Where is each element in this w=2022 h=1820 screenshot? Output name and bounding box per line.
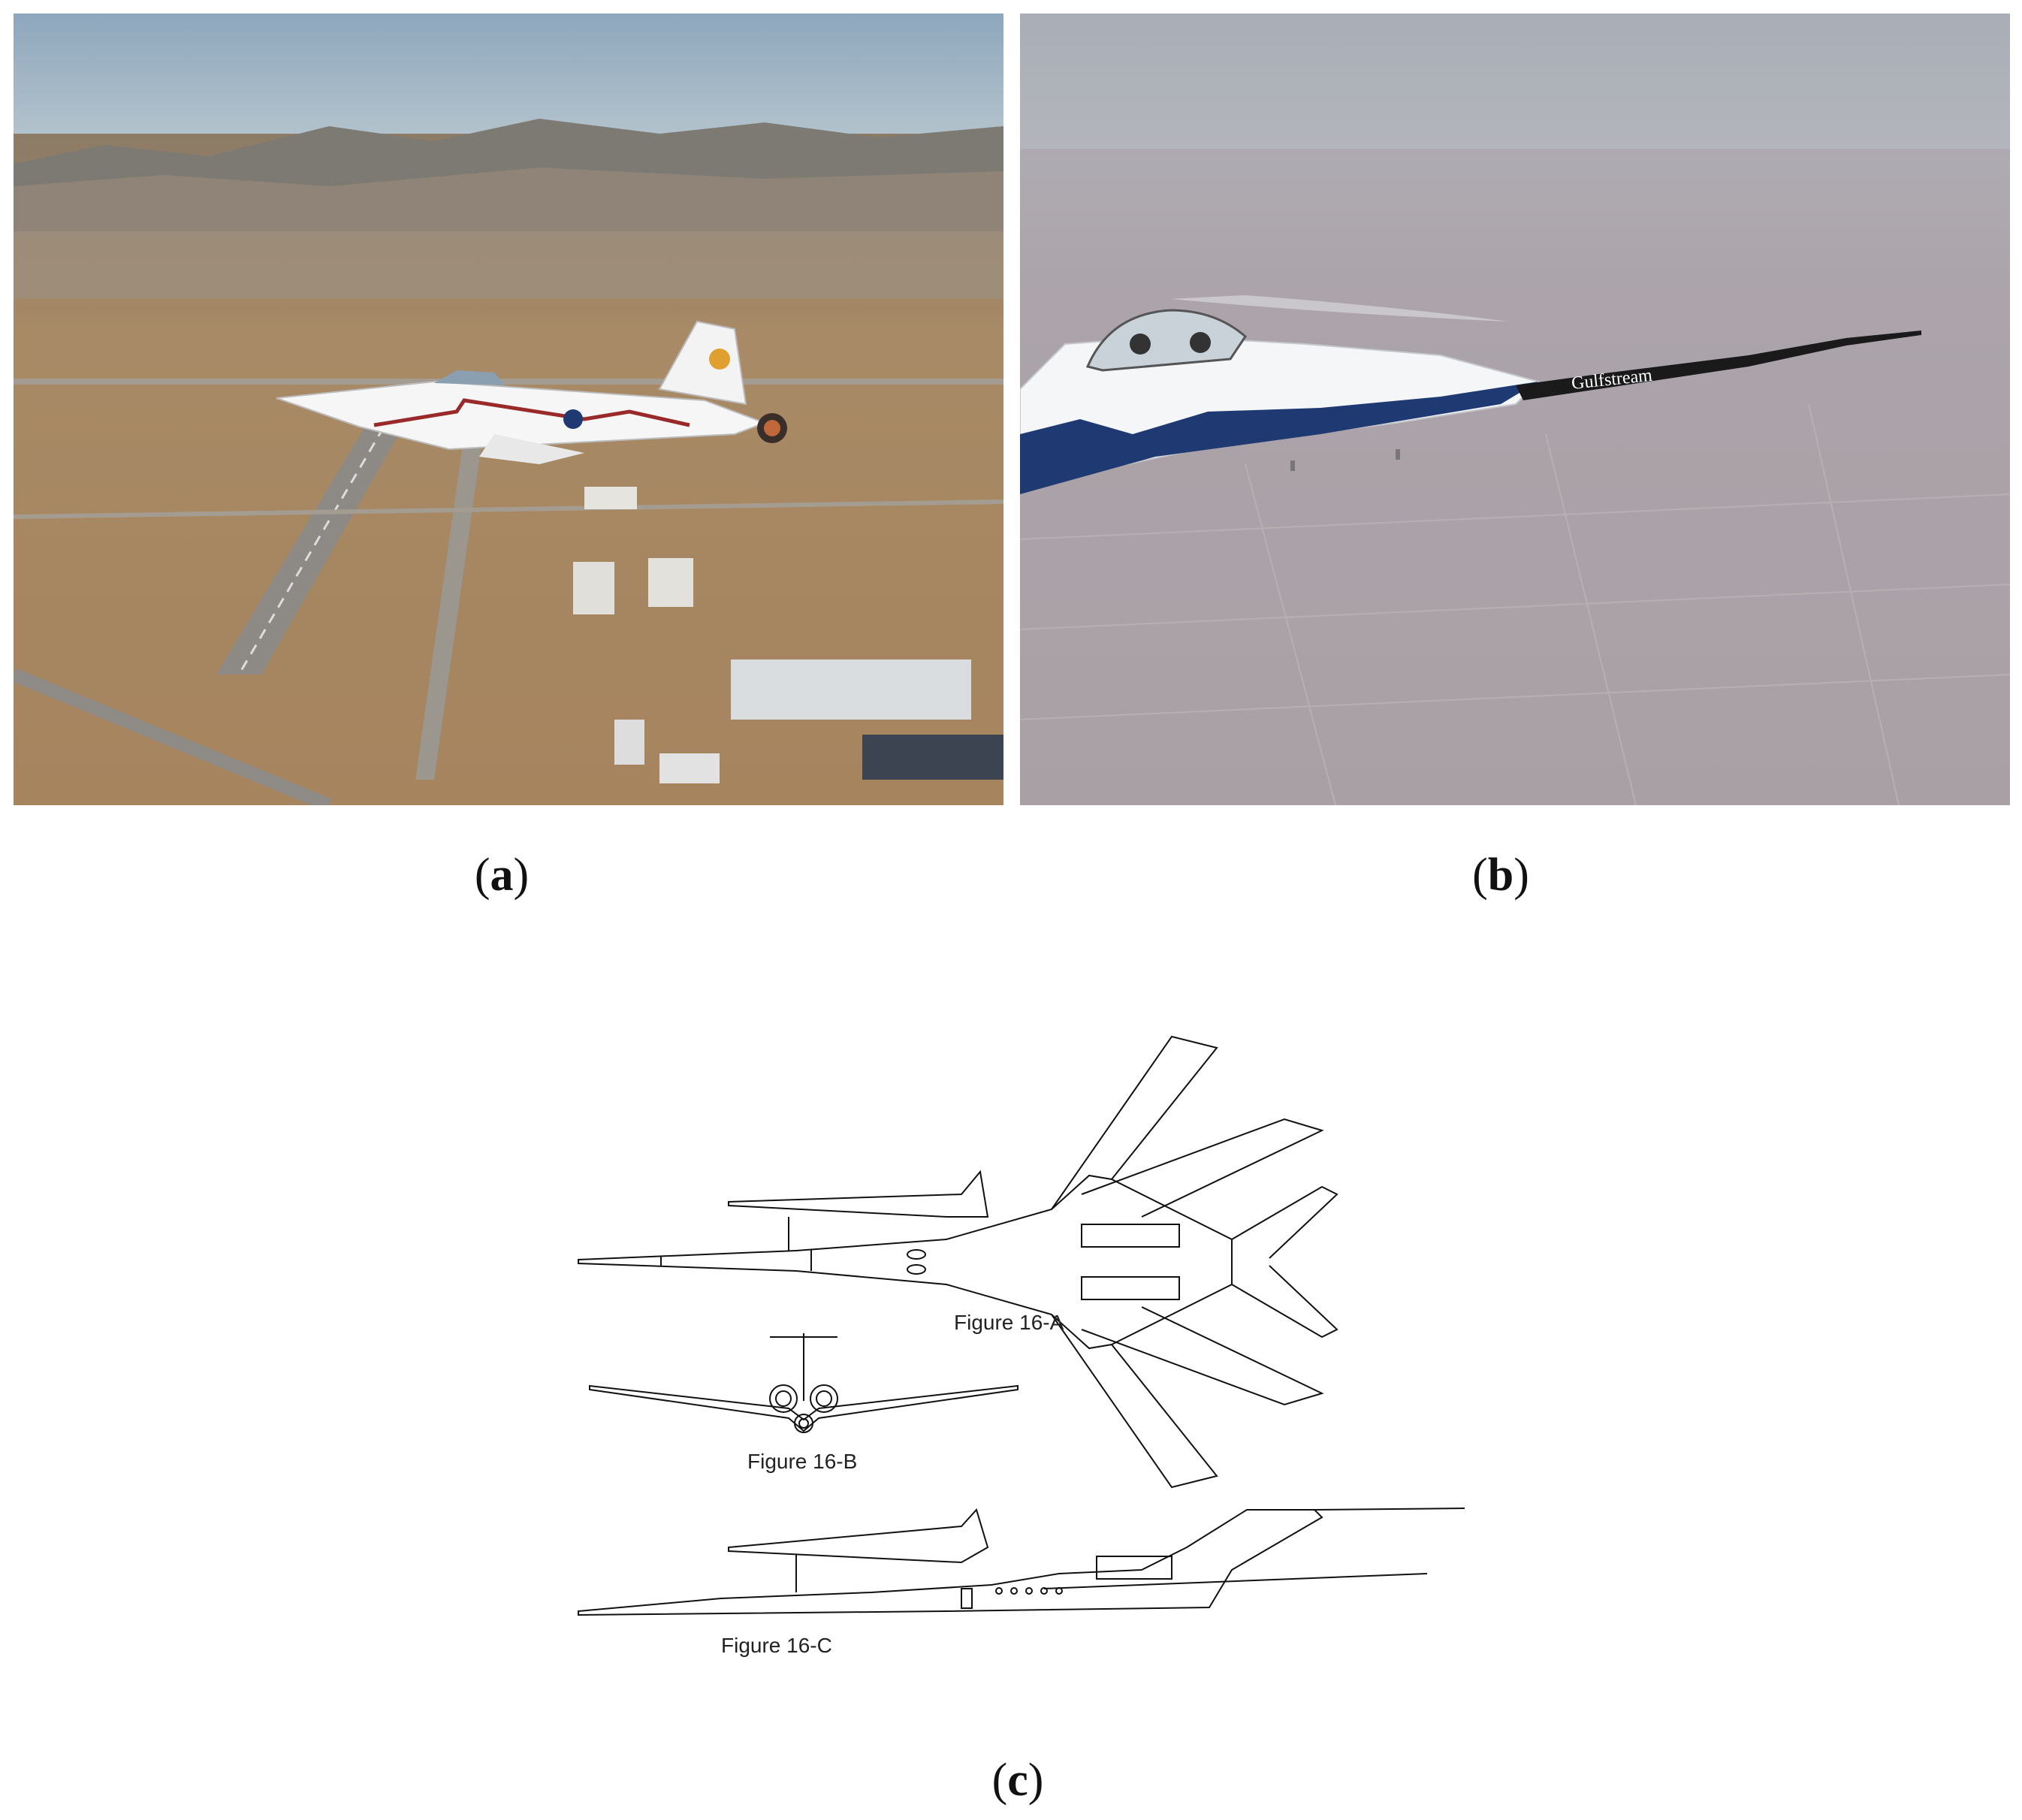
figure-16b-label: Figure 16-B	[747, 1450, 857, 1473]
caption-c: (c)	[991, 1755, 1044, 1806]
front-view-drawing	[589, 1333, 1019, 1433]
caption-b: (b)	[1472, 850, 1529, 901]
figure-16c-label: Figure 16-C	[721, 1634, 832, 1657]
figure-16a-label: Figure 16-A	[954, 1311, 1064, 1334]
photo-panel-a	[14, 14, 1003, 805]
top-view-drawing	[578, 1035, 1338, 1489]
jet-aircraft-a	[276, 320, 787, 464]
side-view-drawing	[578, 1508, 1465, 1616]
caption-a: (a)	[474, 850, 530, 901]
photo-jet-with-nose-boom: Gulfstream	[1020, 14, 2010, 805]
jet-aircraft-b: Gulfstream	[1020, 309, 1921, 494]
aerial-photo-jet-over-airfield	[14, 14, 1003, 805]
photo-panel-b: Gulfstream	[1020, 14, 2010, 805]
aircraft-line-drawings: Figure 16-A Figure 16-B	[578, 1035, 1465, 1657]
drawing-panel-c: Figure 16-A Figure 16-B	[571, 991, 1502, 1668]
